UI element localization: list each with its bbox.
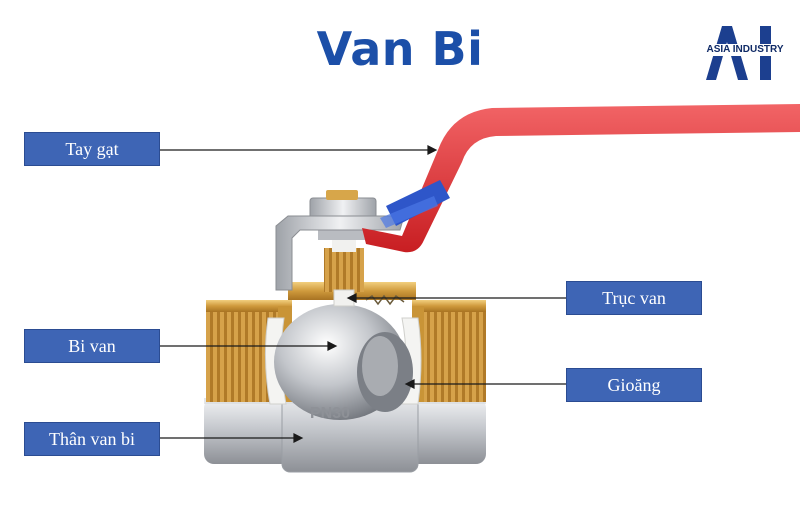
label-seal: Gioăng (566, 368, 702, 402)
asia-industry-logo: ASIA INDUSTRY (700, 22, 790, 84)
logo-text: ASIA INDUSTRY (700, 44, 790, 56)
leader-lines (160, 145, 566, 443)
leader-arrow-body (293, 433, 304, 443)
leader-arrow-ball (327, 341, 338, 351)
leader-arrow-stem (346, 293, 357, 303)
pn-stamp: PN30 (310, 405, 350, 422)
handle-red-grip (362, 104, 800, 253)
page-title: Van Bi (316, 22, 484, 76)
stem (324, 240, 405, 307)
ball (274, 304, 413, 420)
label-handle: Tay gạt (24, 132, 160, 166)
label-ball: Bi van (24, 329, 160, 363)
leader-arrow-seal (404, 379, 415, 389)
label-stem: Trục van (566, 281, 702, 315)
leader-arrow-handle (427, 145, 438, 155)
label-body: Thân van bi (24, 422, 160, 456)
